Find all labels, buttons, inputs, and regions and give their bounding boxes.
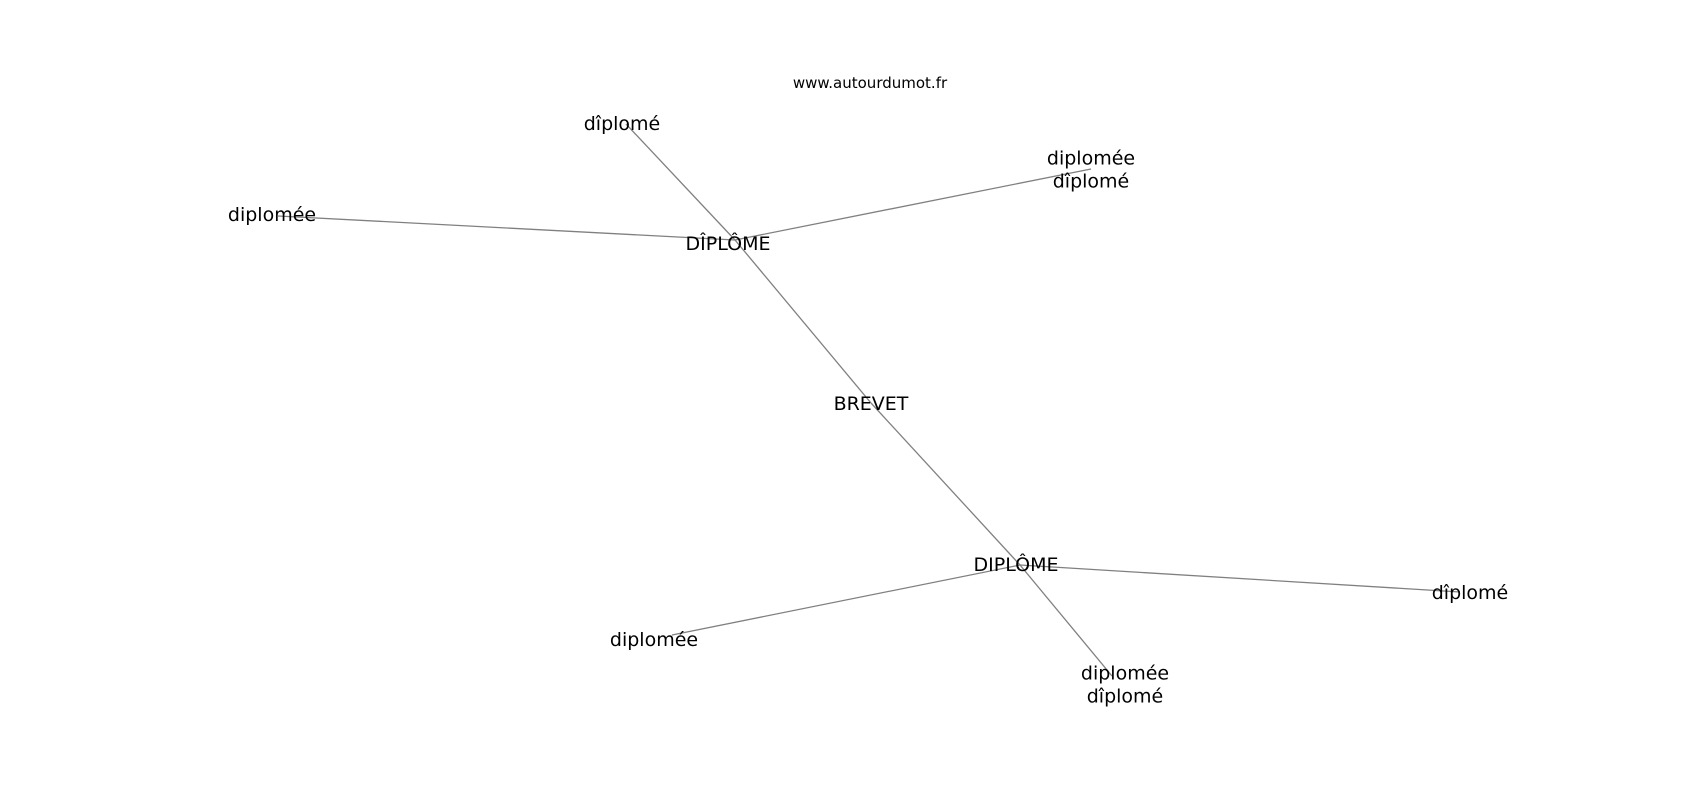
node-diplome-caps-2-line-0: DIPLÔME: [974, 552, 1059, 576]
node-brevet: BREVET: [834, 393, 909, 415]
node-diplomee-diplome-top-line-1: dîplomé: [1053, 171, 1130, 193]
graph-edges: [277, 123, 1461, 677]
node-diplomee-left: diplomée: [228, 204, 316, 226]
node-diplome-caps-1: DÎPLÔME: [686, 231, 771, 255]
node-diplome-right: dîplomé: [1432, 582, 1509, 604]
edge-diplome-caps-1-to-diplomee-diplome-top: [734, 168, 1092, 241]
node-diplome-top-line-0: dîplomé: [584, 113, 661, 135]
edge-diplomee-left-to-diplome-caps-1: [277, 215, 736, 241]
edge-diplome-caps-2-to-diplomee-diplome-bottom: [1019, 564, 1113, 677]
node-diplomee-diplome-top-line-0: diplomée: [1047, 148, 1135, 170]
edge-diplome-caps-2-to-diplome-right: [1019, 564, 1461, 593]
node-diplome-caps-1-line-0: DÎPLÔME: [686, 231, 771, 255]
site-watermark: www.autourdumot.fr: [793, 74, 948, 92]
node-diplome-right-line-0: dîplomé: [1432, 582, 1509, 604]
edge-brevet-to-diplome-caps-2: [870, 402, 1021, 566]
node-diplomee-bottom: diplomée: [610, 629, 698, 651]
node-diplomee-diplome-bottom-line-1: dîplomé: [1087, 686, 1164, 708]
edge-diplome-caps-1-to-brevet: [734, 239, 872, 404]
node-diplomee-bottom-line-0: diplomée: [610, 629, 698, 651]
node-diplome-top: dîplomé: [584, 113, 661, 135]
graph-nodes: BREVETDÎPLÔMEDIPLÔMEdîplomédiploméediplo…: [228, 113, 1508, 708]
node-diplomee-left-line-0: diplomée: [228, 204, 316, 226]
node-brevet-line-0: BREVET: [834, 393, 909, 415]
edge-diplomee-bottom-to-diplome-caps-2: [671, 564, 1021, 636]
node-diplome-caps-2: DIPLÔME: [974, 552, 1059, 576]
edge-diplome-top-to-diplome-caps-1: [625, 123, 736, 241]
node-diplomee-diplome-bottom-line-0: diplomée: [1081, 663, 1169, 685]
